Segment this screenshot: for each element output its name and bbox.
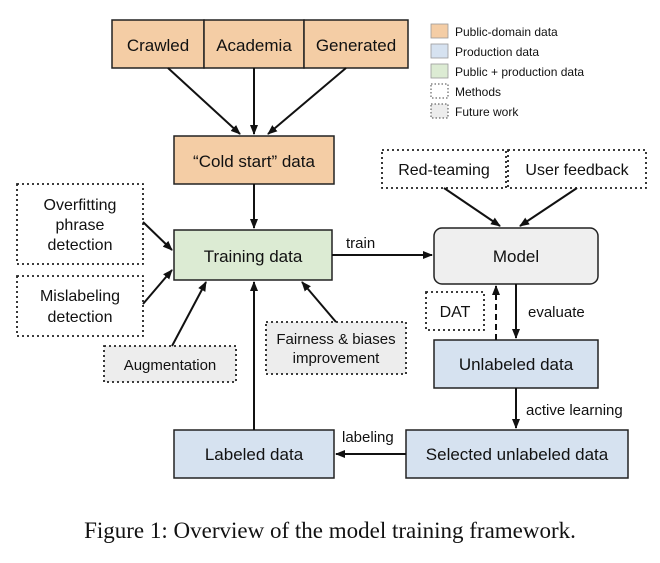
edge-user-feedback-to-model: [519, 187, 578, 227]
method-mislabeling-box: [16, 275, 144, 337]
node-selected-unlabeled: Selected unlabeled data: [426, 445, 609, 464]
edge-augmentation-to-training: [171, 281, 207, 347]
node-training-data: Training data: [204, 247, 303, 266]
edge-mislabeling-to-training: [142, 269, 173, 305]
edge-label-labeling: labeling: [342, 429, 394, 446]
node-academia: Academia: [216, 36, 292, 55]
method-overfitting-box: [16, 183, 144, 265]
legend-label-methods: Methods: [455, 85, 501, 99]
method-dat: DAT: [440, 304, 471, 321]
future-augmentation: Augmentation: [124, 357, 217, 374]
edge-crawled-to-cold-start: [167, 67, 241, 135]
node-training-data-box: [173, 229, 333, 281]
method-red-teaming: Red-teaming: [398, 162, 490, 179]
framework-diagram: Public-domain data Production data Publi…: [16, 19, 647, 479]
legend-swatch-mixed: [430, 63, 449, 79]
future-fairness-line2: improvement: [293, 350, 381, 367]
node-cold-start: “Cold start” data: [193, 152, 315, 171]
node-model: Model: [493, 247, 539, 266]
legend: Public-domain data Production data Publi…: [430, 23, 584, 119]
future-augmentation-box: [103, 345, 237, 383]
figure-caption: Figure 1: Overview of the model training…: [84, 518, 576, 543]
method-overfitting-line1: Overfitting: [44, 197, 117, 214]
node-selected-unlabeled-box: [405, 429, 629, 479]
node-labeled: Labeled data: [205, 445, 304, 464]
legend-label-production: Production data: [455, 45, 539, 59]
node-crawled-box: [111, 19, 205, 69]
future-fairness-line1: Fairness & biases: [276, 331, 395, 348]
method-overfitting-line2: phrase: [56, 217, 105, 234]
legend-swatch-production: [430, 43, 449, 59]
legend-label-future: Future work: [455, 105, 519, 119]
legend-swatch-future: [430, 103, 449, 119]
node-unlabeled: Unlabeled data: [459, 355, 574, 374]
method-mislabeling-line2: detection: [48, 309, 113, 326]
edge-overfitting-to-training: [142, 221, 173, 251]
edge-label-evaluate: evaluate: [528, 304, 585, 321]
node-cold-start-box: [173, 135, 335, 185]
node-crawled: Crawled: [127, 36, 189, 55]
edges: [142, 67, 578, 458]
legend-swatch-methods: [430, 83, 449, 99]
legend-label-public: Public-domain data: [455, 25, 558, 39]
method-dat-box: [425, 291, 485, 331]
edge-fairness-to-training: [301, 281, 337, 323]
legend-swatch-public: [430, 23, 449, 39]
node-generated-box: [303, 19, 409, 69]
legend-label-mixed: Public + production data: [455, 65, 584, 79]
node-labeled-box: [173, 429, 335, 479]
method-red-teaming-box: [381, 149, 507, 189]
future-fairness-box: [265, 321, 407, 375]
method-user-feedback: User feedback: [525, 162, 629, 179]
edge-generated-to-cold-start: [267, 67, 347, 135]
edge-label-active-learning: active learning: [526, 402, 623, 419]
method-mislabeling-line1: Mislabeling: [40, 288, 120, 305]
method-overfitting-line3: detection: [48, 237, 113, 254]
node-generated: Generated: [316, 36, 396, 55]
node-academia-box: [203, 19, 305, 69]
edge-red-teaming-to-model: [443, 187, 501, 227]
edge-label-train: train: [346, 235, 375, 252]
